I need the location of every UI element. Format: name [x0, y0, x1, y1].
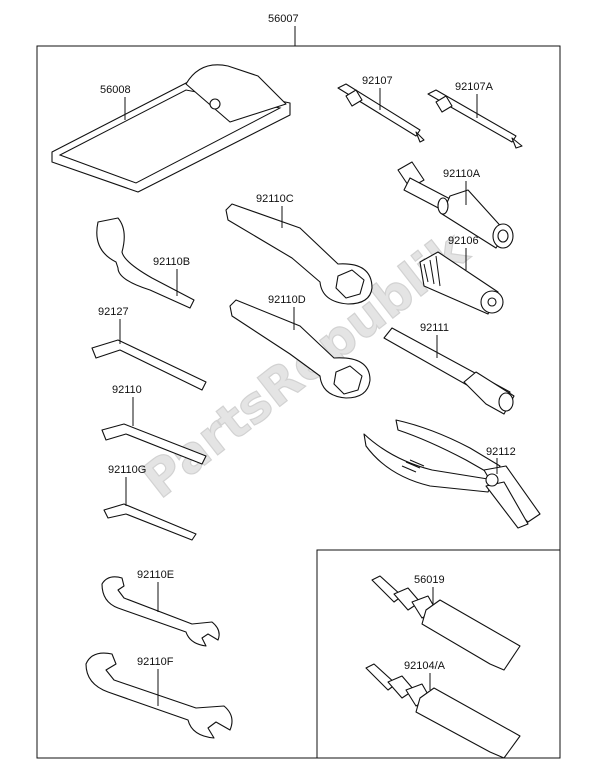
- tube-92104a: [365, 663, 521, 759]
- label-92110a: 92110A: [443, 168, 481, 180]
- label-92110f: 92110F: [137, 656, 174, 668]
- label-56008: 56008: [100, 84, 131, 96]
- screwdriver-92107: [337, 83, 425, 143]
- extension-bar-92111: [383, 327, 515, 415]
- open-wrench-92110f: [85, 652, 233, 739]
- label-92110e: 92110E: [137, 569, 174, 581]
- hex-key-92110: [101, 423, 207, 465]
- plug-wrench-92110a: [397, 161, 514, 249]
- label-92104a: 92104/A: [404, 660, 446, 672]
- box-wrench-92110c: [225, 203, 373, 305]
- tube-group-frame: [316, 549, 561, 759]
- label-92107: 92107: [362, 75, 393, 87]
- screwdriver-92107a: [427, 89, 523, 149]
- label-92106: 92106: [448, 235, 479, 247]
- label-92127: 92127: [98, 306, 129, 318]
- label-92110c: 92110C: [256, 193, 294, 205]
- hex-key-92127: [91, 339, 207, 391]
- hex-key-92110g: [103, 503, 197, 541]
- open-wrench-92110e: [101, 576, 220, 647]
- label-56007: 56007: [268, 13, 299, 25]
- handle-adapter-92106: [419, 251, 504, 315]
- label-92110: 92110: [112, 384, 142, 396]
- label-92107a: 92107A: [455, 81, 494, 93]
- pliers-92112: [363, 419, 541, 529]
- label-92110b: 92110B: [153, 256, 190, 268]
- box-wrench-92110d: [229, 299, 371, 399]
- spanner-hook-92110b: [96, 217, 195, 309]
- label-92110d: 92110D: [268, 294, 306, 306]
- tube-56019: [371, 575, 521, 671]
- label-92111: 92111: [420, 322, 449, 334]
- label-56019: 56019: [414, 574, 445, 586]
- tool-bag: [51, 64, 291, 193]
- label-92112: 92112: [486, 446, 516, 458]
- label-92110g: 92110G: [108, 464, 146, 476]
